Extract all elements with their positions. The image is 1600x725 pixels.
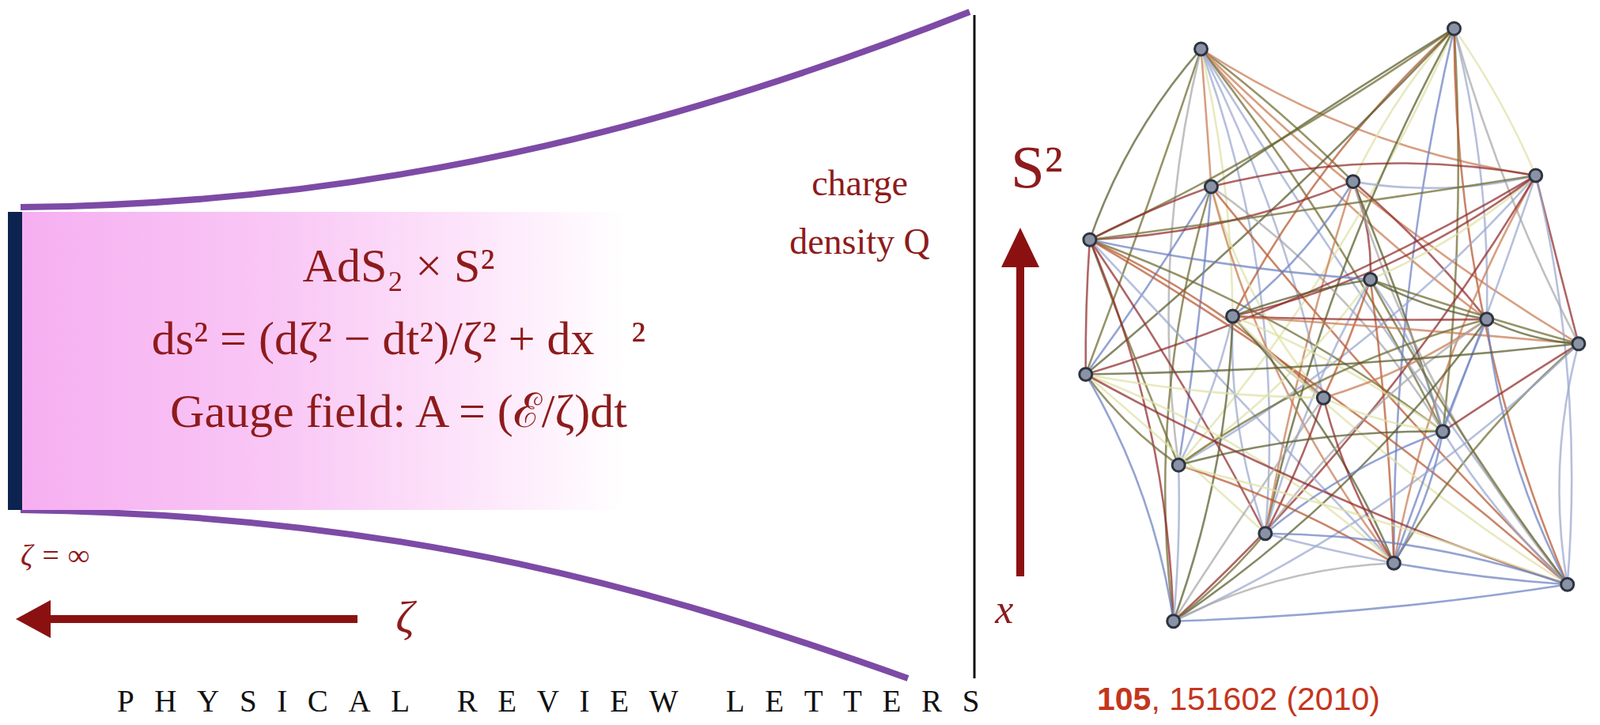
formula-line: Gauge field: A = (ℰ/ζ)dt (22, 374, 776, 448)
sphere-label: S² (1010, 130, 1063, 204)
graph-edge (1089, 175, 1536, 240)
formula-line: AdS₂ × S² (22, 229, 776, 303)
zeta-arrow-shaft (43, 615, 358, 624)
graph-edge (1165, 186, 1211, 622)
graph-edge (1173, 563, 1395, 622)
graph-vertex (1259, 527, 1272, 541)
graph-edge (1085, 239, 1090, 375)
graph-edge (1089, 239, 1568, 585)
zeta-arrow-head (15, 600, 51, 639)
graph-vertex (1226, 310, 1240, 323)
graph-edge (1201, 49, 1568, 585)
graph-edge (1173, 397, 1324, 622)
graph-edge (1233, 279, 1371, 317)
graph-vertex (1204, 180, 1218, 193)
graph-edge (1265, 533, 1568, 586)
graph-vertex (1387, 556, 1400, 570)
graph-edge (1265, 397, 1324, 534)
graph-edge (1486, 319, 1579, 345)
graph-edge (1178, 175, 1536, 466)
volume-number: 105 (1096, 680, 1151, 719)
graph-vertices (1079, 22, 1585, 628)
graph-vertex (1364, 273, 1377, 287)
horn-bottom-edge (20, 510, 908, 679)
graph-edge (1265, 319, 1487, 534)
graph-edge (1353, 28, 1455, 182)
graph-edge (1233, 316, 1568, 585)
graph-edge (1089, 239, 1174, 622)
article-citation: , 151602 (2010) (1150, 680, 1381, 719)
graph-vertex (1561, 578, 1574, 591)
graph-edge (1232, 316, 1266, 534)
graph-vertex (1436, 425, 1449, 439)
graph-edge (1265, 533, 1395, 564)
graph-edge (1323, 319, 1487, 398)
graph-edge (1173, 465, 1180, 621)
graph-vertex (1195, 42, 1208, 56)
graph-edge (1089, 239, 1443, 432)
graph-edge (1393, 175, 1536, 564)
region-box: AdS₂ × S²ds² = (dζ² − dt²)/ζ² + dx⃗²Gaug… (22, 211, 776, 511)
graph-edge (1178, 28, 1454, 466)
x-arrow-head (1001, 227, 1040, 268)
graph-edge (1323, 397, 1443, 432)
graph-edge (1085, 374, 1266, 534)
graph-vertex (1346, 175, 1360, 189)
graph-vertex (1172, 458, 1185, 472)
horizon-label: ζ = ∞ (20, 537, 90, 575)
graph-edge (1089, 181, 1354, 241)
graph-vertex (1079, 367, 1093, 381)
axis-label: ζ (395, 590, 414, 646)
graph-edges (1085, 28, 1579, 622)
graph-edge (1173, 533, 1266, 622)
graph-vertex (1480, 313, 1494, 326)
graph-edge (1178, 465, 1394, 564)
boundary-line (973, 15, 976, 679)
boundary-label: charge density Q (764, 154, 955, 271)
graph-edge (1393, 344, 1579, 564)
graph-vertex (1572, 337, 1585, 351)
graph-edge (1173, 344, 1579, 622)
graph-vertex (1529, 169, 1543, 182)
graph-vertex (1167, 615, 1181, 628)
graph-edge (1085, 374, 1174, 621)
graph-edge (1442, 344, 1579, 432)
horizon-bar (7, 211, 23, 511)
graph-edge (1085, 344, 1579, 375)
formula-line: ds² = (dζ² − dt²)/ζ² + dx⃗² (22, 302, 776, 375)
graph-edge (1173, 584, 1568, 621)
graph-edge (1233, 175, 1536, 317)
graph-edge (1085, 374, 1179, 466)
graph-edge (1233, 28, 1455, 317)
graph-edge (1558, 344, 1578, 585)
journal-name: PHYSICAL REVIEW LETTERS (117, 683, 1000, 721)
x-arrow-shaft (1016, 260, 1025, 577)
graph-edge (1353, 175, 1536, 189)
graph-edge (1085, 374, 1568, 585)
graph-edge (1393, 563, 1567, 585)
graph-edge (1089, 239, 1371, 280)
graph-vertex (1448, 22, 1461, 35)
graph-vertex (1316, 391, 1330, 405)
axis-label: x⃗ (994, 585, 1046, 635)
graph-edge (1370, 279, 1444, 432)
graph-vertex (1083, 233, 1097, 246)
